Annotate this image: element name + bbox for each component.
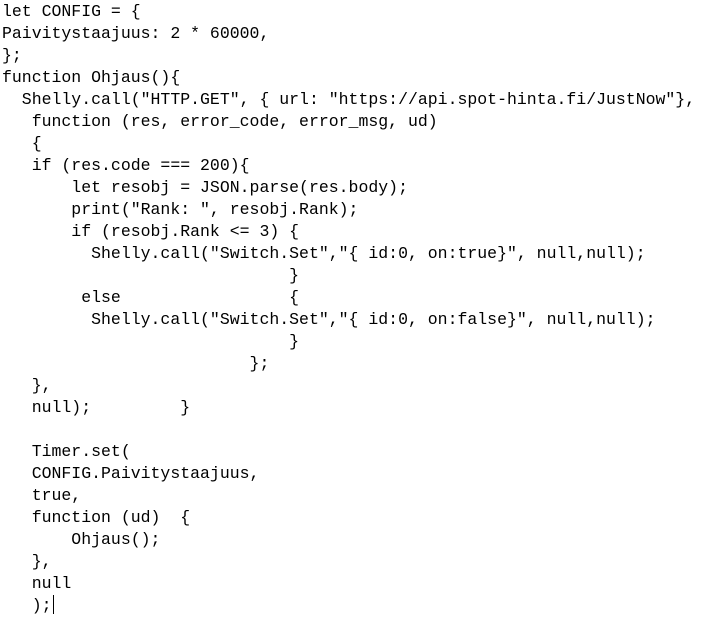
code-line: Timer.set( — [2, 442, 131, 461]
code-line: Paivitystaajuus: 2 * 60000, — [2, 24, 270, 43]
text-cursor — [52, 595, 54, 614]
code-line: }; — [2, 46, 22, 65]
code-editor[interactable]: let CONFIG = { Paivitystaajuus: 2 * 60000… — [2, 1, 695, 617]
code-line: if (resobj.Rank <= 3) { — [2, 222, 300, 241]
code-line: } — [2, 266, 300, 285]
code-line: if (res.code === 200){ — [2, 156, 250, 175]
code-line: null); } — [2, 398, 191, 417]
code-line: function (res, error_code, error_msg, ud… — [2, 112, 438, 131]
code-line: { — [2, 134, 42, 153]
code-line: Shelly.call("Switch.Set","{ id:0, on:tru… — [2, 244, 646, 263]
code-line: Shelly.call("HTTP.GET", { url: "https://… — [2, 90, 696, 109]
code-line: print("Rank: ", resobj.Rank); — [2, 200, 359, 219]
code-line: }, — [2, 376, 52, 395]
code-line: }, — [2, 552, 52, 571]
code-line: } — [2, 332, 300, 351]
code-line: Shelly.call("Switch.Set","{ id:0, on:fal… — [2, 310, 656, 329]
code-line: function (ud) { — [2, 508, 191, 527]
code-line: null — [2, 574, 72, 593]
code-line: }; — [2, 354, 270, 373]
code-line: let resobj = JSON.parse(res.body); — [2, 178, 408, 197]
code-line: true, — [2, 486, 82, 505]
code-line: else { — [2, 288, 300, 307]
code-line: function Ohjaus(){ — [2, 68, 181, 87]
code-line: Ohjaus(); — [2, 530, 161, 549]
code-line: let CONFIG = { — [2, 2, 141, 21]
code-line: CONFIG.Paivitystaajuus, — [2, 464, 260, 483]
code-line: ); — [2, 595, 54, 615]
code-line — [2, 419, 695, 441]
